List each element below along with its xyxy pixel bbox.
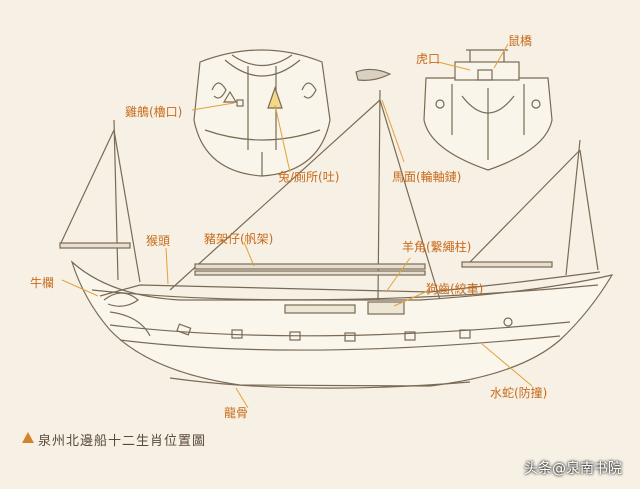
label-niulan: 牛欄 [30,276,55,290]
side-view [59,68,614,389]
label-gouchi: 狗齒(絞車) [426,282,484,296]
label-shuqiao: 鼠橋 [508,34,533,48]
label-longgu: 龍骨 [224,406,249,420]
label-zhujia: 豬架仔(帆架) [204,232,274,246]
figure-caption: 泉州北邊船十二生肖位置圖 [38,434,207,449]
label-tu: 兔/廁所(吐) [278,170,340,184]
label-yangjiao: 羊角(繫繩柱) [402,240,472,254]
label-shuishe: 水蛇(防撞) [490,386,548,400]
label-mamian: 馬面(輪軸鏈) [392,170,462,184]
label-jichi: 雞鵃(櫓口) [125,105,183,119]
leader-lines [61,43,533,409]
label-houtou: 猴頭 [146,234,171,248]
label-hukou: 虎口 [416,52,441,66]
stern-view [193,49,331,177]
watermark: 头条@泉南书院 [524,461,622,477]
bow-view [423,49,553,171]
caption-triangle-icon [22,432,34,443]
